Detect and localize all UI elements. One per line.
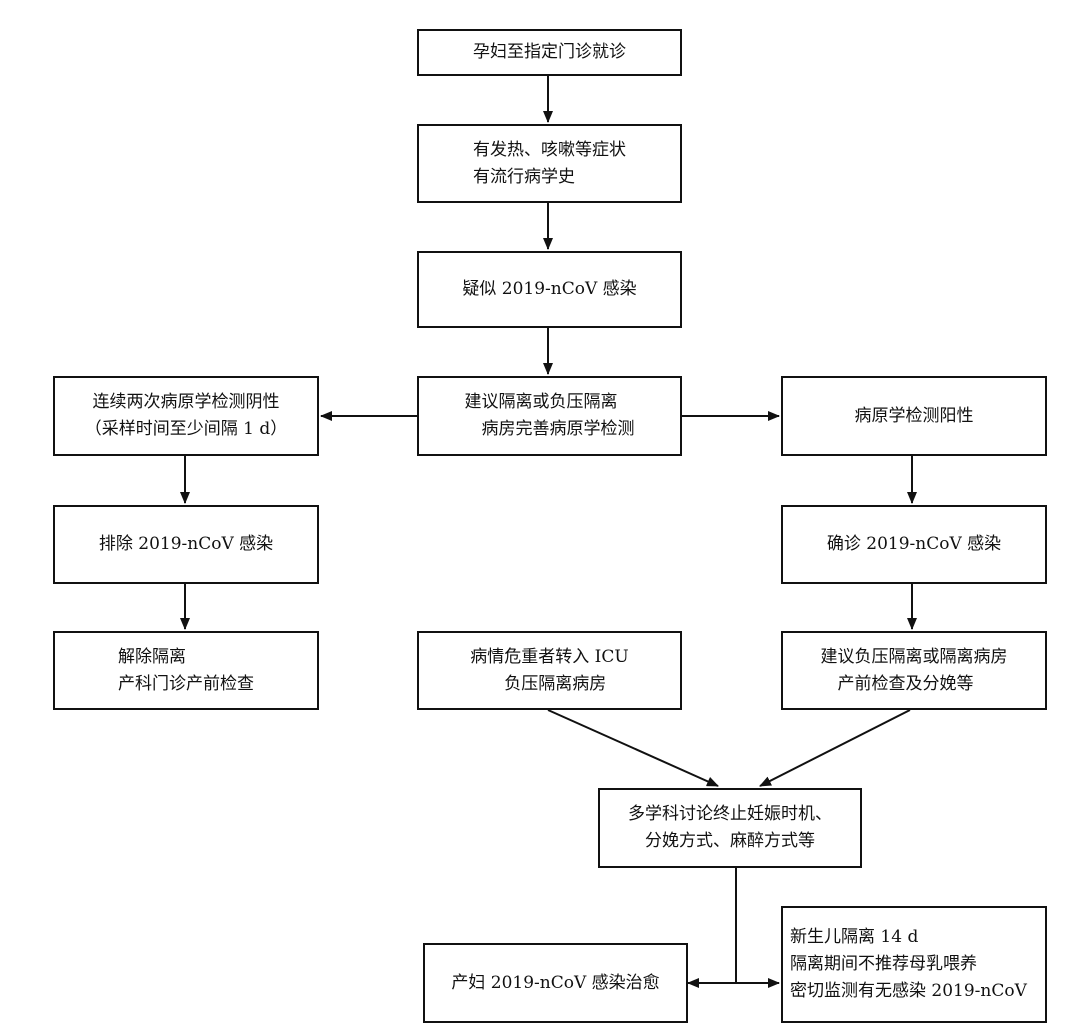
node-text: 建议负压隔离或隔离病房 bbox=[820, 646, 1008, 667]
node-text: 解除隔离 bbox=[118, 646, 186, 667]
node-text: 病原学检测阳性 bbox=[854, 405, 974, 426]
node-text: 建议隔离或负压隔离 bbox=[464, 392, 618, 412]
node-multidisciplinary-discussion: 多学科讨论终止妊娠时机、 分娩方式、麻醉方式等 bbox=[598, 788, 862, 868]
node-mother-cured: 产妇 2019-nCoV 感染治愈 bbox=[423, 943, 688, 1023]
node-symptoms: 有发热、咳嗽等症状 有流行病学史 bbox=[417, 124, 682, 203]
node-newborn-isolation: 新生儿隔离 14 d 隔离期间不推荐母乳喂养 密切监测有无感染 2019-nCo… bbox=[781, 906, 1047, 1023]
node-release-isolation: 解除隔离 产科门诊产前检查 bbox=[53, 631, 319, 710]
node-text: 确诊 2019-nCoV 感染 bbox=[826, 534, 1002, 554]
arrow-n11-n12 bbox=[759, 709, 911, 787]
node-text: 疑似 2019-nCoV 感染 bbox=[462, 279, 637, 299]
node-text: 病房完善病原学检测 bbox=[481, 419, 635, 439]
node-infection-confirmed: 确诊 2019-nCoV 感染 bbox=[781, 505, 1047, 584]
node-text: 有发热、咳嗽等症状 bbox=[473, 139, 626, 160]
node-text: 孕妇至指定门诊就诊 bbox=[473, 42, 626, 62]
node-text: 病情危重者转入 ICU bbox=[470, 646, 629, 667]
node-two-negative-tests: 连续两次病原学检测阴性 （采样时间至少间隔 1 d） bbox=[53, 376, 319, 456]
node-text: 新生儿隔离 14 d bbox=[790, 927, 919, 947]
node-isolation-testing: 建议隔离或负压隔离 病房完善病原学检测 bbox=[417, 376, 682, 456]
node-suspected-infection: 疑似 2019-nCoV 感染 bbox=[417, 251, 682, 328]
node-text: 有流行病学史 bbox=[473, 166, 575, 187]
node-infection-excluded: 排除 2019-nCoV 感染 bbox=[53, 505, 319, 584]
node-visit-clinic: 孕妇至指定门诊就诊 bbox=[417, 29, 682, 76]
node-icu-transfer: 病情危重者转入 ICU 负压隔离病房 bbox=[417, 631, 682, 710]
node-text: 排除 2019-nCoV 感染 bbox=[98, 534, 274, 554]
node-text: 密切监测有无感染 2019-nCoV bbox=[790, 981, 1027, 1001]
node-text: 多学科讨论终止妊娠时机、 bbox=[628, 804, 832, 824]
node-text: 产前检查及分娩等 bbox=[837, 673, 974, 694]
node-text: 连续两次病原学检测阴性 bbox=[92, 392, 280, 412]
node-text: 产妇 2019-nCoV 感染治愈 bbox=[451, 972, 660, 993]
node-text: 隔离期间不推荐母乳喂养 bbox=[790, 954, 977, 974]
node-text: 分娩方式、麻醉方式等 bbox=[645, 831, 815, 851]
arrow-n10-n12 bbox=[547, 709, 719, 787]
node-text: 产科门诊产前检查 bbox=[118, 673, 254, 694]
node-negative-pressure-ward: 建议负压隔离或隔离病房 产前检查及分娩等 bbox=[781, 631, 1047, 710]
node-text: 负压隔离病房 bbox=[504, 673, 607, 694]
node-text: （采样时间至少间隔 1 d） bbox=[84, 419, 288, 439]
node-positive-test: 病原学检测阳性 bbox=[781, 376, 1047, 456]
